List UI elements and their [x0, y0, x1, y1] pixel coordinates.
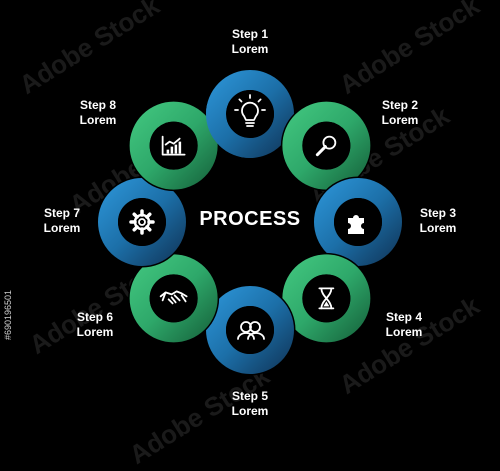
center-title: PROCESS [199, 208, 301, 230]
ring-8 [128, 100, 220, 192]
step-label-8: Step 8 Lorem [63, 98, 133, 128]
step-title: Step 4 [385, 310, 422, 324]
ring-1-overlap [206, 104, 250, 158]
step-label-2: Step 2 Lorem [365, 98, 435, 128]
step-text: Lorem [385, 325, 423, 339]
hourglass-icon [318, 287, 335, 310]
gear-icon [129, 209, 155, 235]
step-title: Step 1 [231, 27, 268, 41]
ring-diagram [96, 68, 404, 376]
step-text: Lorem [231, 42, 269, 56]
step-text: Lorem [381, 113, 419, 127]
ring-7 [96, 176, 188, 268]
step-label-3: Step 3 Lorem [403, 206, 473, 236]
step-text: Lorem [419, 221, 457, 235]
step-text: Lorem [43, 221, 81, 235]
step-title: Step 2 [381, 98, 418, 112]
handshake-icon [159, 290, 188, 305]
ring-6 [128, 252, 220, 344]
step-title: Step 6 [76, 310, 113, 324]
step-text: Lorem [76, 325, 114, 339]
process-infographic: Adobe Stock Adobe Stock Adobe Stock Adob… [3, 0, 485, 470]
step-label-6: Step 6 Lorem [60, 310, 130, 340]
image-id: #690196501 [3, 289, 13, 340]
step-label-7: Step 7 Lorem [27, 206, 97, 236]
step-label-5: Step 5 Lorem [215, 389, 285, 419]
lightbulb-icon [234, 94, 266, 127]
step-text: Lorem [231, 404, 269, 418]
step-title: Step 8 [79, 98, 116, 112]
step-title: Step 5 [231, 389, 268, 403]
magnifier-icon [315, 135, 337, 157]
step-text: Lorem [79, 113, 117, 127]
puzzle-icon [348, 215, 364, 234]
step-title: Step 7 [43, 206, 80, 220]
step-label-4: Step 4 Lorem [369, 310, 439, 340]
bar-chart-icon [161, 135, 186, 156]
team-icon [237, 321, 265, 340]
step-title: Step 3 [419, 206, 456, 220]
step-label-1: Step 1 Lorem [215, 27, 285, 57]
